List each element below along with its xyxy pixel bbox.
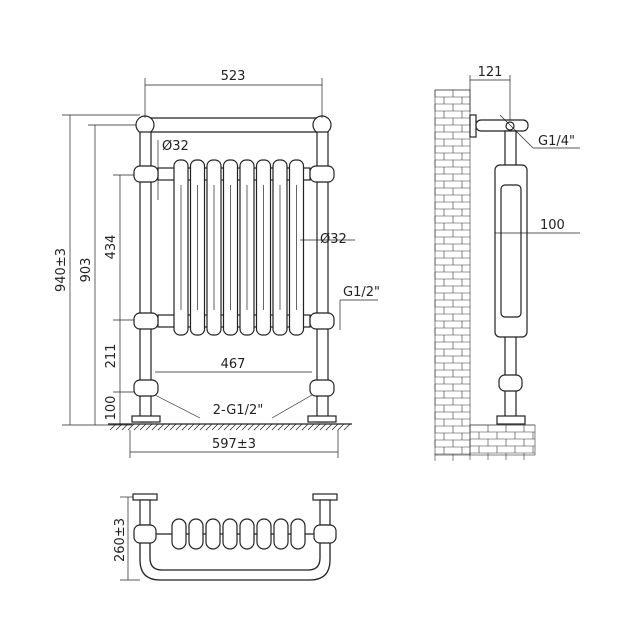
hatch-line: [301, 423, 309, 431]
dim-overall-width: 597±3: [212, 437, 256, 452]
right-foot: [307, 415, 337, 423]
hatch-line: [313, 423, 321, 431]
hatch-line: [211, 423, 219, 431]
top-arm: [475, 119, 529, 132]
left-rail-cap: [135, 115, 155, 135]
hatch-line: [163, 423, 171, 431]
dim-top-depth: 260±3: [113, 518, 128, 562]
side-view: 121 G1/4" 100: [434, 65, 580, 461]
hatch-line: [229, 423, 237, 431]
hatch-line: [187, 423, 195, 431]
floor-hatch: [109, 423, 351, 431]
top-section: [171, 518, 187, 550]
dim-inlets: 2-G1/2": [213, 403, 263, 418]
hatch-line: [289, 423, 297, 431]
top-view: 260±3: [113, 493, 338, 581]
hatch-line: [253, 423, 261, 431]
top-rail: [137, 117, 329, 133]
hatch-line: [283, 423, 291, 431]
hatch-line: [217, 423, 225, 431]
dim-radiator-depth: 100: [540, 218, 565, 233]
right-valve: [309, 379, 335, 397]
top-section: [239, 518, 255, 550]
dim-vent-thread: G1/4": [538, 134, 575, 149]
dim-side-connection: G1/2": [343, 285, 380, 300]
dim-pipe-diameter-right: Ø32: [320, 232, 347, 247]
top-section: [273, 518, 289, 550]
hatch-line: [175, 423, 183, 431]
hatch-line: [139, 423, 147, 431]
left-valve: [133, 379, 159, 397]
dim-foot-height: 100: [104, 396, 119, 421]
dim-wall-offset: 121: [478, 65, 503, 80]
left-lower-collar: [133, 312, 159, 330]
top-section: [290, 518, 306, 550]
hatch-line: [259, 423, 267, 431]
side-valve: [498, 374, 523, 392]
hatch-line: [157, 423, 165, 431]
dim-pipe-diameter-top: Ø32: [162, 139, 189, 154]
top-section: [222, 518, 238, 550]
hatch-line: [205, 423, 213, 431]
hatch-line: [307, 423, 315, 431]
dim-rail-height: 903: [79, 258, 94, 283]
hatch-line: [271, 423, 279, 431]
left-foot: [131, 415, 161, 423]
brick-wall: [434, 89, 536, 461]
top-section: [256, 518, 272, 550]
hatch-line: [181, 423, 189, 431]
front-view: 523 Ø32 Ø32 G1/2" 940±3 903 434 211 100 …: [54, 69, 380, 458]
wall-bracket: [469, 114, 477, 138]
hatch-line: [325, 423, 333, 431]
left-upper-collar: [133, 165, 159, 183]
right-lower-collar: [309, 312, 335, 330]
dim-width-rail: 523: [221, 69, 246, 84]
right-top-collar: [313, 524, 337, 544]
dim-lower-connection: 211: [104, 344, 119, 369]
radiator-sections: [157, 159, 311, 336]
dim-total-height: 940±3: [54, 248, 69, 292]
right-top-flange: [312, 493, 338, 501]
dim-valve-spacing: 467: [221, 357, 246, 372]
left-top-flange: [132, 493, 158, 501]
hatch-line: [199, 423, 207, 431]
hatch-line: [169, 423, 177, 431]
top-view-sections: [171, 518, 306, 550]
floor-outline: [469, 424, 536, 456]
hatch-line: [223, 423, 231, 431]
side-dimension-lines: [469, 75, 580, 234]
top-view-rail-outer: [139, 525, 331, 581]
hatch-line: [265, 423, 273, 431]
side-section: [500, 184, 522, 318]
hatch-line: [343, 423, 351, 431]
hatch-line: [193, 423, 201, 431]
right-rail-cap: [312, 115, 332, 135]
right-top-stem: [319, 499, 331, 526]
side-foot: [496, 415, 526, 425]
hatch-line: [133, 423, 141, 431]
wall-outline: [434, 89, 471, 456]
hatch-line: [319, 423, 327, 431]
hatch-line: [145, 423, 153, 431]
hatch-line: [247, 423, 255, 431]
hatch-line: [151, 423, 159, 431]
left-top-collar: [133, 524, 157, 544]
hatch-line: [127, 423, 135, 431]
hatch-line: [235, 423, 243, 431]
hatch-line: [295, 423, 303, 431]
vent-plug: [505, 121, 515, 131]
left-top-stem: [139, 499, 151, 526]
dimension-lines: [62, 78, 378, 458]
hatch-line: [277, 423, 285, 431]
hatch-line: [241, 423, 249, 431]
hatch-line: [337, 423, 345, 431]
top-view-rail-inner: [149, 525, 321, 571]
top-section: [188, 518, 204, 550]
top-section: [205, 518, 221, 550]
right-upper-collar: [309, 165, 335, 183]
hatch-line: [331, 423, 339, 431]
dim-radiator-height: 434: [104, 235, 119, 260]
